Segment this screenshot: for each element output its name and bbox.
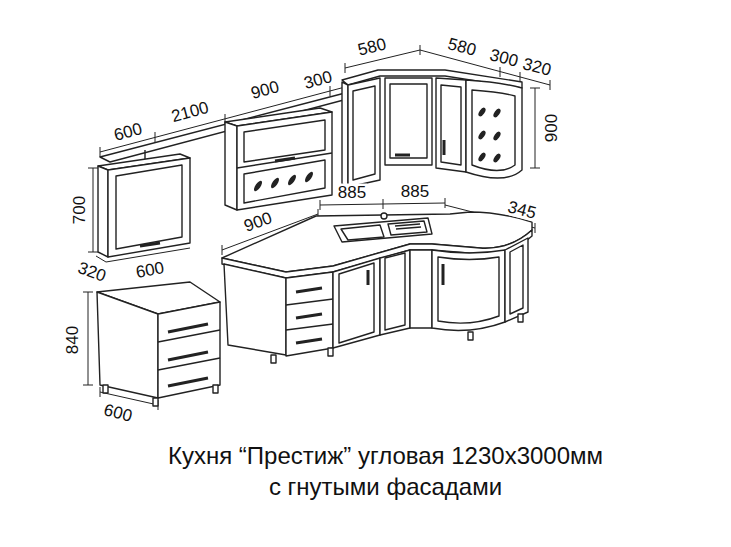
- dimension-label: 900: [248, 78, 282, 102]
- dimension-label: 900: [241, 209, 275, 235]
- dimension-label: 580: [445, 35, 479, 59]
- dimension-label: 320: [520, 55, 554, 79]
- dimension-label: 700: [71, 195, 88, 225]
- dimension-label: 885: [400, 183, 430, 200]
- dimension-label: 600: [101, 401, 135, 425]
- caption: Кухня “Престиж” угловая 1230х3000мм с гн…: [163, 440, 608, 502]
- dimension-label: 580: [355, 35, 389, 59]
- dimension-label: 840: [64, 325, 81, 355]
- dimension-label: 600: [134, 259, 167, 281]
- dimension-label: 2100: [169, 99, 212, 126]
- dimension-label: 885: [337, 184, 367, 201]
- dimension-label: 900: [543, 113, 560, 143]
- dimension-label: 345: [505, 198, 539, 222]
- dimension-label: 300: [301, 68, 335, 92]
- dimension-lines: [83, 45, 550, 410]
- dimension-label: 300: [487, 46, 521, 70]
- dimension-label: 600: [111, 120, 145, 144]
- dimension-label: 320: [75, 259, 109, 285]
